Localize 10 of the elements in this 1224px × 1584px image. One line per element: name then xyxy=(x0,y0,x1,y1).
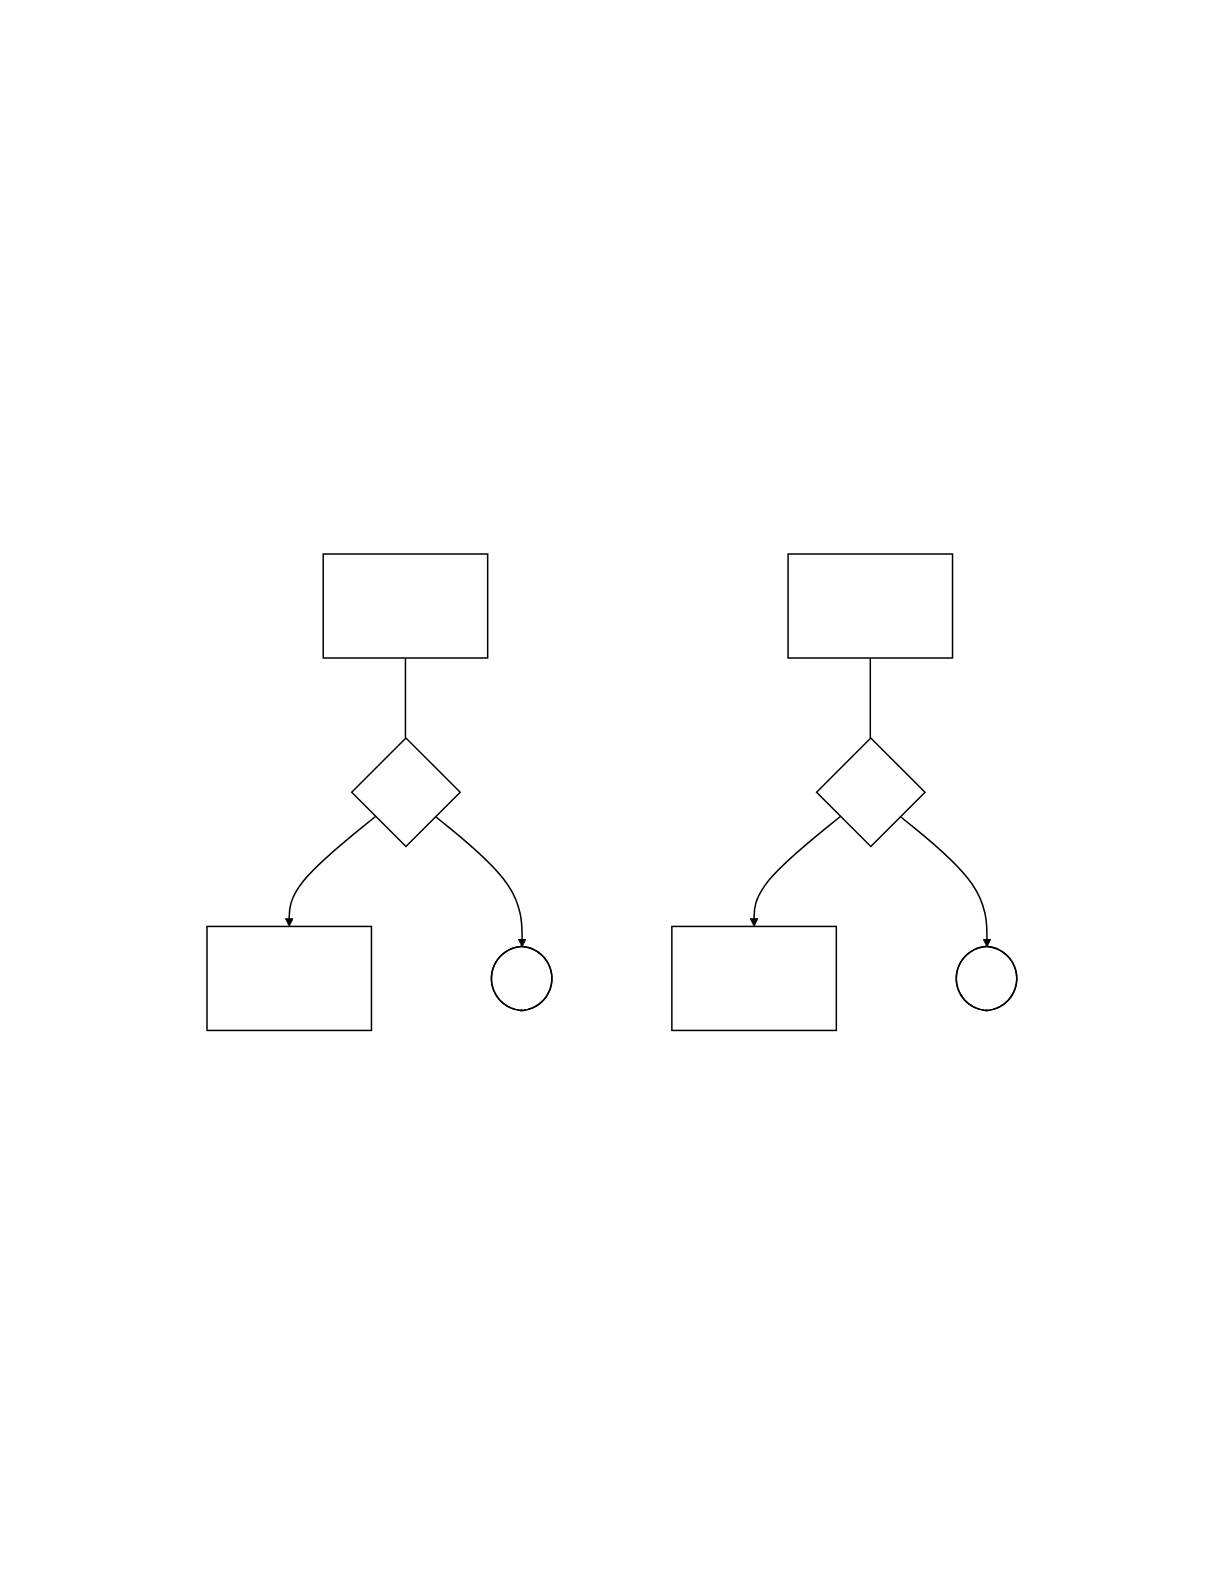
node-box xyxy=(322,553,489,659)
connector xyxy=(869,657,872,739)
node-diamond xyxy=(815,736,927,848)
arrow xyxy=(749,815,842,927)
node-box xyxy=(671,925,838,1031)
node-box xyxy=(787,553,954,659)
connector xyxy=(404,657,407,739)
node-box xyxy=(206,925,373,1031)
node-diamond xyxy=(350,736,462,848)
arrow xyxy=(284,815,377,927)
